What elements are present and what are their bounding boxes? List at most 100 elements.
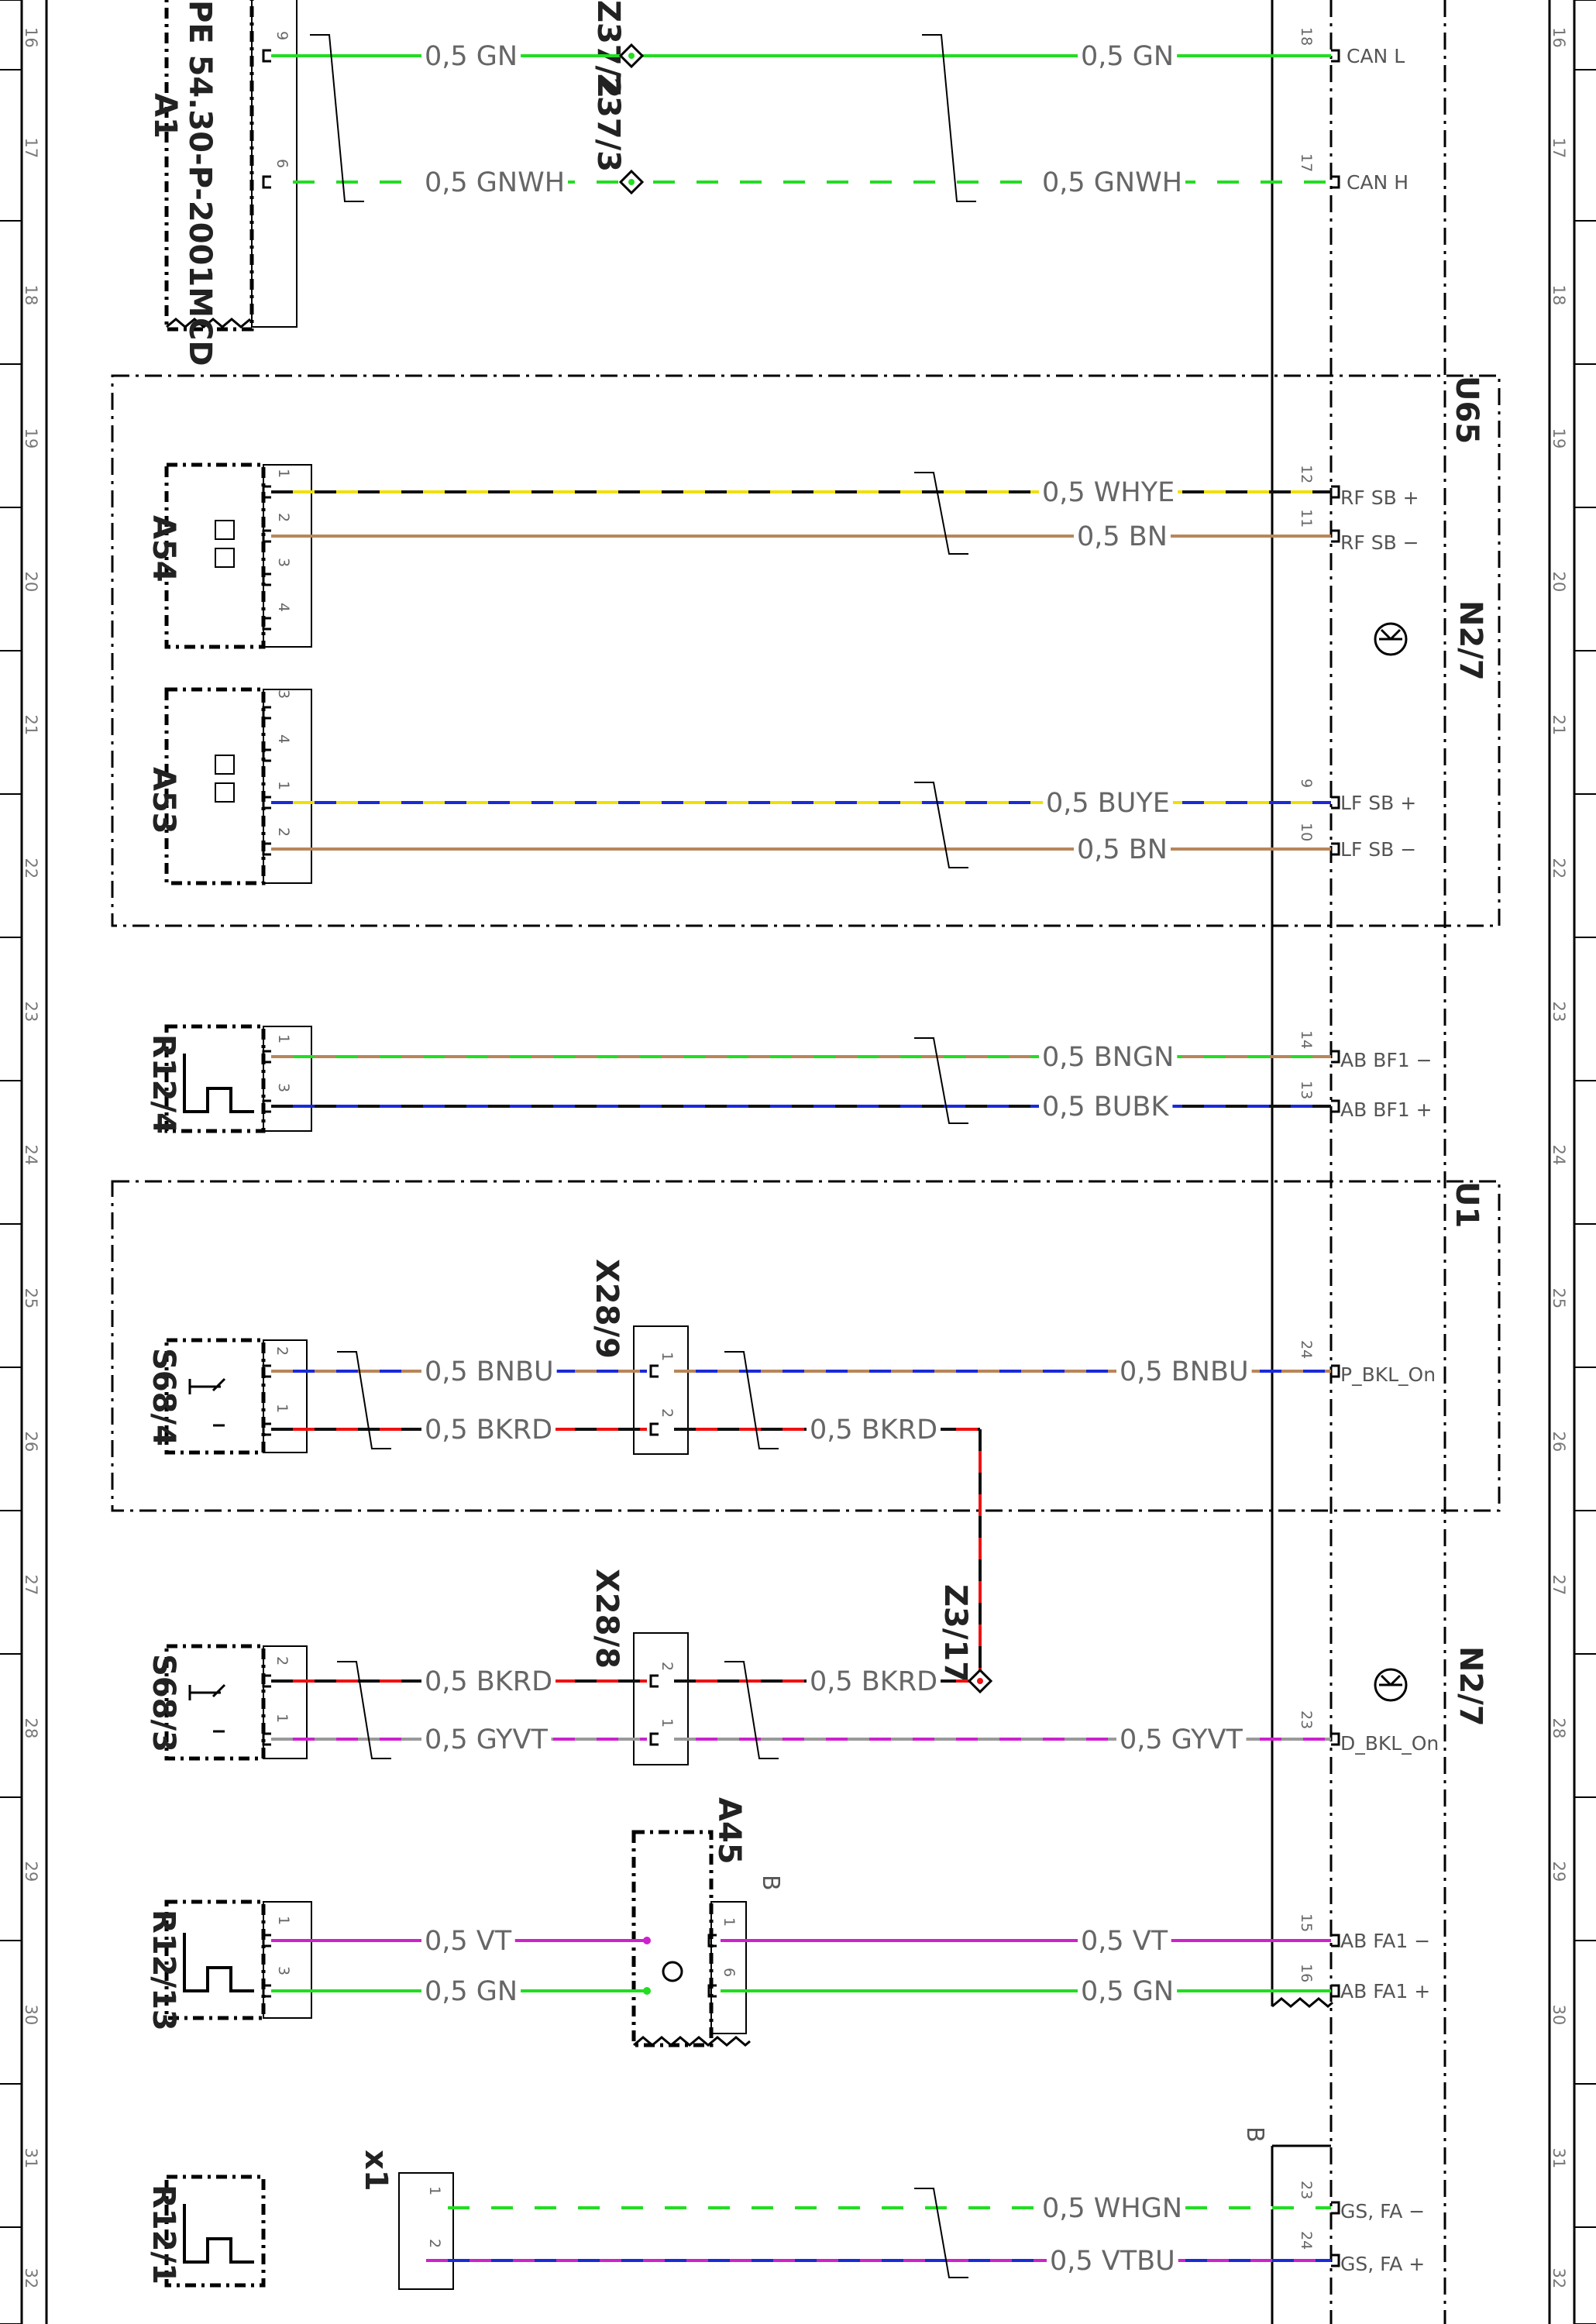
pin-number: 3 bbox=[275, 689, 292, 699]
terminal bbox=[1331, 796, 1340, 810]
pin-number: 4 bbox=[275, 734, 292, 744]
junction-dot bbox=[643, 1987, 651, 1995]
splice-dot bbox=[977, 1678, 983, 1684]
terminal bbox=[262, 796, 271, 810]
signal-label: AB FA1 + bbox=[1340, 1980, 1430, 2003]
wire-label: 0,5 BKRD bbox=[425, 1666, 552, 1697]
r12-4-label: R12/4 bbox=[146, 1034, 181, 1134]
wire-label-bg bbox=[807, 1666, 941, 1697]
wire-label: 0,5 BUYE bbox=[1046, 788, 1170, 819]
s68-4-label: S68/4 bbox=[146, 1348, 181, 1446]
r12-1-label: R12/1 bbox=[146, 2185, 181, 2284]
row-number: 19 bbox=[1550, 428, 1568, 449]
terminal bbox=[262, 1732, 271, 1746]
wire-label: 0,5 WHGN bbox=[1042, 2193, 1182, 2224]
wire-label: 0,5 GNWH bbox=[425, 167, 565, 198]
a45-label: A45 bbox=[711, 1797, 747, 1865]
wire-label-bg bbox=[421, 1356, 557, 1387]
terminal bbox=[262, 175, 271, 189]
terminal bbox=[1331, 2254, 1340, 2267]
row-number: 24 bbox=[1550, 1145, 1568, 1166]
splice-dot bbox=[628, 53, 635, 59]
twist-marker bbox=[337, 1351, 391, 1449]
twist-marker bbox=[724, 1661, 779, 1759]
terminal bbox=[262, 842, 271, 856]
x1-connector: x1 bbox=[358, 2150, 454, 2290]
z3-17-label: Z3/17 bbox=[937, 1584, 973, 1683]
row-number: 21 bbox=[22, 715, 40, 736]
wire-label-bg bbox=[421, 1666, 556, 1697]
junction-dot bbox=[643, 1937, 651, 1944]
terminal bbox=[1331, 1099, 1340, 1113]
pin-number: 2 bbox=[273, 1346, 291, 1356]
row-number: 23 bbox=[22, 1002, 40, 1023]
twist-marker bbox=[922, 34, 976, 202]
terminal bbox=[262, 1364, 271, 1378]
pin-number: 24 bbox=[1298, 1340, 1315, 1359]
signal-label: RF SB − bbox=[1340, 531, 1419, 554]
terminal bbox=[1331, 1732, 1340, 1746]
terminal bbox=[262, 1422, 271, 1436]
twist-marker bbox=[914, 472, 968, 555]
pin-number: 24 bbox=[1298, 2231, 1315, 2250]
row-number: 29 bbox=[22, 1862, 40, 1882]
wire-label-bg bbox=[1116, 1724, 1247, 1755]
a53-component: A53 bbox=[146, 687, 312, 885]
wire-label: 0,5 VT bbox=[425, 1926, 512, 1957]
pin-number: 1 bbox=[273, 1714, 291, 1723]
pin-number: 2 bbox=[273, 1656, 291, 1666]
terminal bbox=[262, 1674, 271, 1688]
row-number: 31 bbox=[1550, 2148, 1568, 2169]
row-number: 25 bbox=[1550, 1288, 1568, 1309]
x28-8-connector: X28/8 bbox=[589, 1569, 689, 1765]
u65-module-boundary bbox=[111, 374, 1501, 1512]
pin-number: 11 bbox=[1298, 509, 1315, 528]
row-number: 18 bbox=[1550, 285, 1568, 306]
row-number: 21 bbox=[1550, 715, 1568, 736]
pin-number: 3 bbox=[275, 1083, 292, 1092]
a45-b-label: B bbox=[757, 1875, 784, 1891]
pin-number: 1 bbox=[275, 1034, 292, 1043]
row-number: 32 bbox=[1550, 2268, 1568, 2289]
s68-3-label: S68/3 bbox=[146, 1654, 181, 1752]
pin-number: 12 bbox=[1298, 465, 1315, 483]
terminal bbox=[649, 1732, 659, 1746]
x1-label: x1 bbox=[358, 2150, 394, 2192]
wire-label: 0,5 GYVT bbox=[1120, 1724, 1243, 1755]
pin-number: 6 bbox=[273, 159, 291, 168]
pin-number: 2 bbox=[659, 1408, 676, 1418]
row-number: 28 bbox=[22, 1718, 40, 1739]
x28-9-label: X28/9 bbox=[589, 1259, 624, 1359]
pin-number: 13 bbox=[1298, 1081, 1315, 1099]
terminal bbox=[262, 572, 271, 586]
a54-component: A54 bbox=[146, 462, 312, 649]
pin-number: 1 bbox=[275, 781, 292, 790]
z37-2-label: Z37/2 bbox=[590, 0, 626, 98]
terminal bbox=[262, 485, 271, 499]
wire-label-bg bbox=[807, 1415, 941, 1446]
pin-number: 15 bbox=[1298, 1913, 1315, 1932]
pin-number: 2 bbox=[426, 2239, 443, 2248]
wire-label: 0,5 VT bbox=[1081, 1926, 1168, 1957]
wire-label-bg bbox=[1039, 1042, 1178, 1073]
wire-label-bg bbox=[421, 1724, 552, 1755]
wire-label: 0,5 BN bbox=[1077, 521, 1168, 552]
row-number: 18 bbox=[22, 285, 40, 306]
pin-number: 1 bbox=[659, 1718, 676, 1728]
pin-number: 3 bbox=[275, 1966, 292, 1975]
signal-label: D_BKL_On bbox=[1340, 1732, 1439, 1755]
wire-label-bg bbox=[421, 41, 521, 72]
pin-number: 17 bbox=[1298, 153, 1315, 172]
pin-number: 23 bbox=[1298, 1710, 1315, 1729]
pin-number: 2 bbox=[275, 513, 292, 522]
wire-label: 0,5 BNBU bbox=[1120, 1356, 1249, 1387]
twist-marker bbox=[337, 1661, 391, 1759]
pin-number: 16 bbox=[1298, 1964, 1315, 1982]
terminal bbox=[1331, 529, 1340, 543]
n2-7-control-unit bbox=[1271, 0, 1446, 2324]
wire-label: 0,5 GN bbox=[1081, 41, 1174, 72]
u65-label: U65 bbox=[1449, 376, 1484, 444]
wire-label-bg bbox=[1074, 521, 1171, 552]
row-number: 28 bbox=[1550, 1718, 1568, 1739]
